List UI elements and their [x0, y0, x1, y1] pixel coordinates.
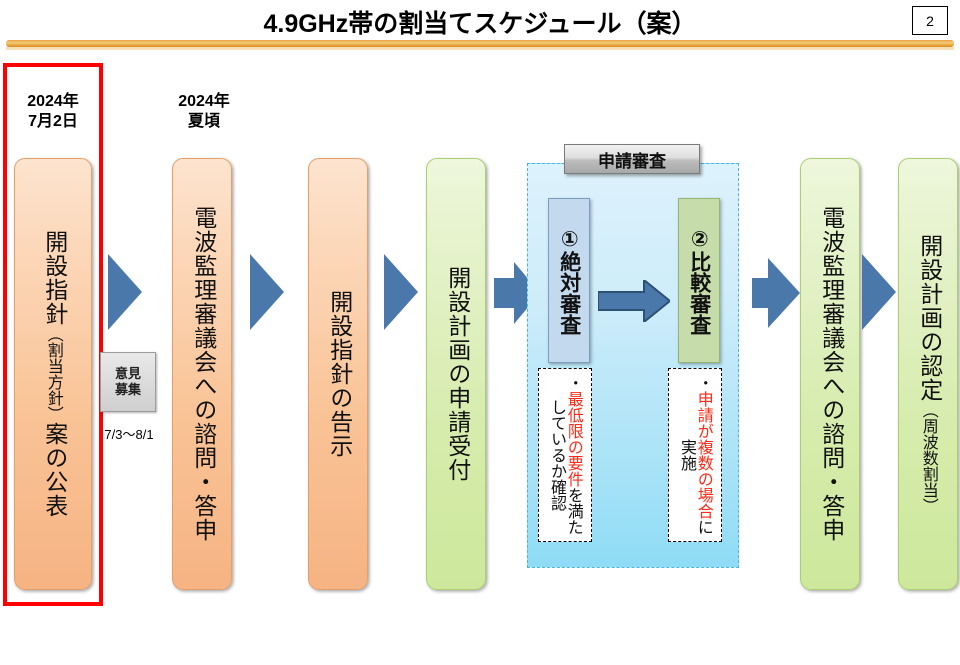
process-box-2-label: 電波監理審議会への諮問・答申 [189, 206, 216, 542]
review-note-2: ・申請が複数の場合に実施 [668, 368, 722, 542]
header-rule-shadow [6, 47, 954, 50]
review-inner-arrow [598, 280, 670, 322]
review-step-2[interactable]: ②比較審査 [678, 198, 720, 363]
opinion-collection-box[interactable]: 意見 募集 [100, 352, 156, 412]
process-box-1-sub: （割当方針） [44, 326, 64, 422]
process-box-1-main: 開設指針 [40, 230, 67, 326]
highlight-frame [3, 63, 103, 606]
flow-arrow-6 [862, 254, 896, 330]
process-box-5-label: 電波監理審議会への諮問・答申 [817, 206, 844, 542]
flow-arrow-5 [752, 258, 800, 328]
process-box-4[interactable]: 開設計画の申請受付 [426, 158, 486, 590]
flow-arrow-1 [108, 254, 142, 330]
review-step-1-label: ①絶対審査 [557, 226, 582, 335]
process-box-6-main: 開設計画の認定 [915, 234, 942, 402]
review-note-2-red: 申請が複数の場合 [694, 391, 714, 519]
review-step-1[interactable]: ①絶対審査 [548, 198, 590, 363]
process-box-1-label: 開設指針（割当方針）案の公表 [40, 230, 67, 518]
page-title: 4.9GHz帯の割当てスケジュール（案） [263, 10, 697, 38]
review-step-2-label: ②比較審査 [687, 226, 712, 335]
review-note-1-bullet: ・ [564, 375, 584, 391]
page-number-badge: 2 [912, 6, 948, 35]
opinion-collection-period: 7/3〜8/1 [104, 427, 154, 442]
process-box-6-label: 開設計画の認定（周波数割当） [915, 234, 942, 514]
flow-arrow-3 [384, 254, 418, 330]
process-box-1-tail: 案の公表 [40, 422, 67, 518]
process-box-1[interactable]: 開設指針（割当方針）案の公表 [14, 158, 92, 590]
process-box-6[interactable]: 開設計画の認定（周波数割当） [898, 158, 958, 590]
review-panel-title: 申請審査 [564, 144, 700, 174]
review-note-1-red: 最低限の要件 [564, 391, 584, 487]
date-label-1: 2024年 7月2日 [27, 93, 79, 130]
process-box-6-sub: （周波数割当） [919, 402, 939, 514]
process-box-3-label: 開設指針の告示 [325, 290, 352, 458]
flow-arrow-2 [250, 254, 284, 330]
review-note-2-rest: に実施 [678, 439, 714, 535]
process-box-2[interactable]: 電波監理審議会への諮問・答申 [172, 158, 232, 590]
date-label-2: 2024年 夏頃 [178, 93, 230, 130]
header-rule [6, 40, 954, 47]
review-note-2-text: ・申請が複数の場合に実施 [678, 372, 714, 538]
review-note-1-rest: を満たしているか確認 [548, 399, 584, 535]
review-note-2-bullet: ・ [694, 375, 714, 391]
process-box-5[interactable]: 電波監理審議会への諮問・答申 [800, 158, 860, 590]
page-header: 4.9GHz帯の割当てスケジュール（案） 2 [0, 0, 960, 46]
process-box-3[interactable]: 開設指針の告示 [308, 158, 368, 590]
process-box-4-label: 開設計画の申請受付 [443, 266, 470, 482]
review-note-1: ・最低限の要件を満たしているか確認 [538, 368, 592, 542]
review-note-1-text: ・最低限の要件を満たしているか確認 [548, 372, 584, 538]
